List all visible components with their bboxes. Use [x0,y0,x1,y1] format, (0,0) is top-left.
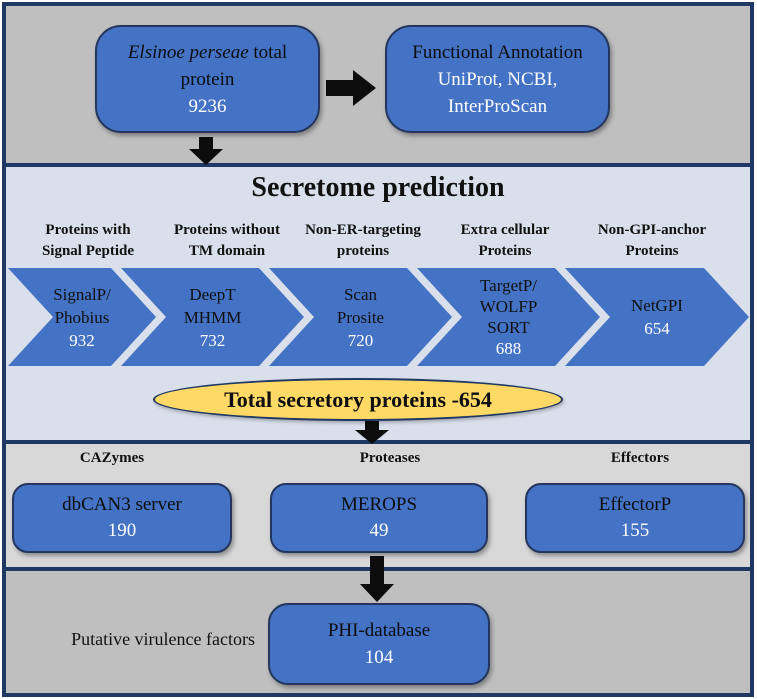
putative-virulence-label: Putative virulence factors [71,629,255,649]
effectorp-count: 155 [620,520,650,541]
step-label-tm-domain: Proteins without TM domain [174,222,280,259]
category-label-proteases: Proteases [359,450,421,466]
chevron-scanprosite-count: 720 [347,330,374,350]
right-arrow-icon [326,70,376,106]
step-label-non-er: Non-ER-targeting proteins [305,222,421,259]
secretome-title: Secretome prediction [251,172,505,203]
functional-annotation-line3: InterProScan [447,95,548,117]
dbcan3-count: 190 [107,520,137,541]
chevron-targetp-count: 688 [495,339,522,358]
phi-database-box: PHI-database 104 [268,603,490,685]
down-arrow-icon-1 [189,137,223,165]
effectorp-box: EffectorP 155 [525,483,745,553]
category-label-effectors: Effectors [610,450,670,466]
chevron-netgpi-count: 654 [644,319,670,338]
phi-database-count: 104 [364,647,394,668]
category-label-cazymes: CAZymes [79,450,145,466]
merops-count: 49 [369,520,389,541]
total-protein-box: Elsinoe perseae total protein 9236 [95,25,320,133]
step-label-non-gpi: Non-GPI-anchor Proteins [597,222,707,259]
chevron-deeptmhmm: DeepT MHMM 732 [121,268,304,366]
total-protein-line1: Elsinoe perseae total [127,41,288,63]
functional-annotation-line1: Functional Annotation [412,41,583,63]
down-arrow-icon-3 [360,556,394,602]
step-label-extracellular: Extra cellular Proteins [460,222,550,259]
down-arrow-icon-2 [355,421,389,444]
functional-annotation-box: Functional Annotation UniProt, NCBI, Int… [385,25,610,133]
step-label-signal-peptide: Proteins with Signal Peptide [41,222,135,259]
total-protein-line2: protein [180,68,235,90]
functional-annotation-line2: UniProt, NCBI, [437,68,558,90]
chevron-deeptmhmm-count: 732 [199,330,226,350]
chevron-signalp-count: 932 [69,330,95,350]
merops-box: MEROPS 49 [270,483,488,553]
total-protein-count: 9236 [188,95,227,117]
species-name: Elsinoe perseae [127,41,249,63]
total-secretory-ellipse: Total secretory proteins -654 [153,378,563,421]
dbcan3-box: dbCAN3 server 190 [12,483,232,553]
